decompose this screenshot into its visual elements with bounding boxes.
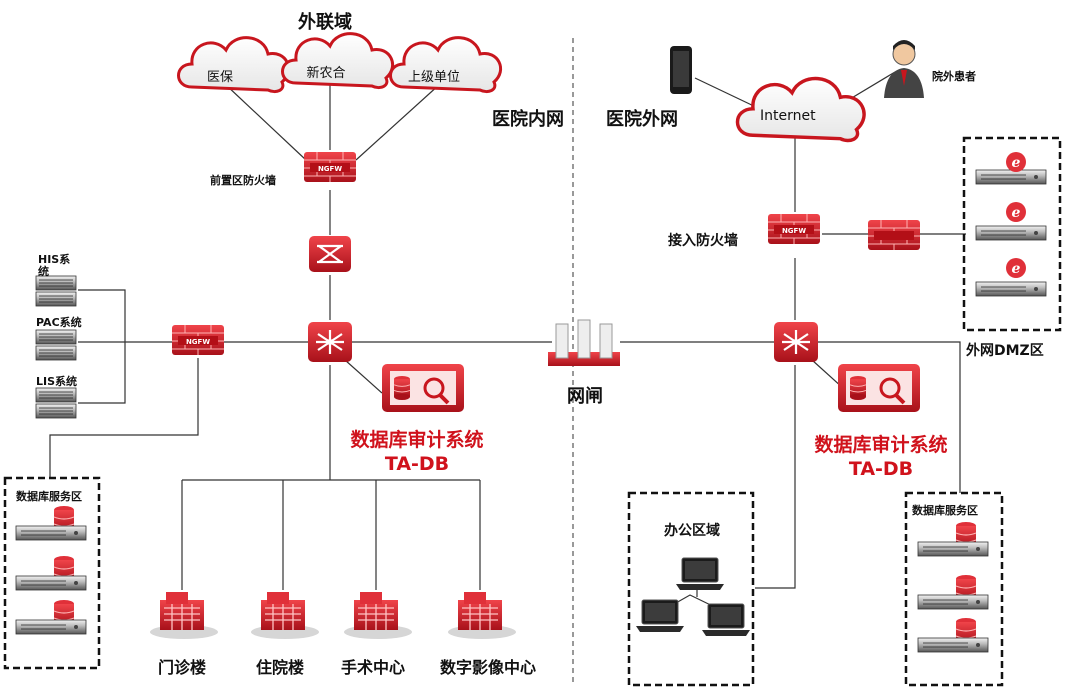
core-switch-left-icon bbox=[306, 320, 354, 364]
dmz-zone bbox=[962, 136, 1062, 332]
cloud-medical-insurance-label: 医保 bbox=[206, 70, 233, 85]
front-firewall-device: NGFW bbox=[303, 151, 357, 183]
db-service-zone-left bbox=[3, 476, 101, 670]
his-server-icon bbox=[35, 275, 77, 307]
lis-system-label: LIS系统 bbox=[36, 375, 78, 388]
pac-system-label: PAC系统 bbox=[36, 316, 82, 329]
cloud-internet-label: Internet bbox=[760, 108, 816, 124]
ie-icon bbox=[1006, 258, 1026, 278]
dmz-zone-label: 外网DMZ区 bbox=[966, 343, 1044, 359]
ie-icon bbox=[1006, 202, 1026, 222]
dmz-web-servers bbox=[975, 152, 1047, 297]
pac-server-icon bbox=[35, 329, 77, 361]
access-firewall-label: 接入防火墙 bbox=[668, 233, 738, 249]
gatekeeper-device bbox=[548, 319, 620, 366]
db-service-zone-right-label: 数据库服务区 bbox=[912, 504, 978, 517]
his-system-label: HIS系 统 bbox=[38, 253, 71, 278]
building-bus bbox=[181, 479, 481, 590]
link-phone-to-internet bbox=[694, 77, 759, 109]
lis-server-icon bbox=[35, 387, 77, 419]
db-service-zone-right bbox=[904, 491, 1004, 687]
laptop-icon bbox=[701, 603, 751, 637]
db-server-stack-left bbox=[15, 505, 87, 635]
db-audit-right-title: 数据库审计系统 bbox=[814, 434, 948, 456]
link-medical-insurance-firewall bbox=[224, 83, 307, 161]
imaging-building-icon bbox=[447, 591, 517, 640]
outpatient-building-label: 门诊楼 bbox=[158, 658, 207, 677]
office-zone bbox=[627, 491, 755, 687]
surgery-building-icon bbox=[343, 591, 413, 640]
dmz-firewall-device bbox=[867, 219, 921, 251]
front-firewall-label: 前置区防火墙 bbox=[210, 174, 276, 187]
outpatient-building-icon bbox=[149, 591, 219, 640]
router-icon bbox=[307, 234, 353, 274]
cloud-rural-coop-label: 新农合 bbox=[306, 66, 346, 81]
outside-patient-label: 院外患者 bbox=[932, 70, 976, 83]
core-switch-right-icon bbox=[772, 320, 820, 364]
laptop-icon bbox=[675, 557, 725, 591]
mobile-phone-icon bbox=[670, 46, 692, 94]
cloud-superior-unit-label: 上级单位 bbox=[407, 70, 460, 85]
office-zone-label: 办公区域 bbox=[664, 523, 720, 539]
external-domain-title: 外联域 bbox=[298, 12, 352, 33]
imaging-building-label: 数字影像中心 bbox=[440, 658, 537, 677]
ngfw-badge: NGFW bbox=[318, 165, 342, 173]
db-service-zone-left-label: 数据库服务区 bbox=[16, 490, 82, 503]
link-core-to-audit-left bbox=[344, 359, 383, 394]
db-audit-right-sub: TA-DB bbox=[848, 458, 914, 480]
gatekeeper-label: 网闸 bbox=[567, 386, 603, 407]
access-firewall-device: NGFW bbox=[767, 213, 821, 245]
link-right-switch-to-office bbox=[755, 365, 796, 589]
link-ngfw-to-systems bbox=[78, 289, 172, 404]
db-server-stack-right bbox=[917, 521, 989, 653]
db-audit-left-title: 数据库审计系统 bbox=[350, 429, 484, 451]
ngfw-badge: NGFW bbox=[186, 338, 210, 346]
laptop-icon bbox=[635, 599, 685, 633]
inpatient-building-label: 住院楼 bbox=[256, 658, 305, 677]
ngfw-badge: NGFW bbox=[782, 227, 806, 235]
intranet-title: 医院内网 bbox=[492, 109, 564, 130]
link-superior-firewall bbox=[355, 83, 441, 161]
db-audit-appliance-left bbox=[382, 364, 464, 412]
link-right-switch-to-db-right bbox=[818, 341, 961, 493]
ie-icon bbox=[1006, 152, 1026, 172]
inpatient-building-icon bbox=[250, 591, 320, 640]
db-audit-appliance-right bbox=[838, 364, 920, 412]
patient-avatar-icon bbox=[884, 40, 924, 98]
link-ngfw-to-db-left bbox=[49, 358, 199, 478]
db-audit-left-sub: TA-DB bbox=[384, 453, 450, 475]
surgery-building-label: 手术中心 bbox=[341, 658, 406, 677]
extranet-title: 医院外网 bbox=[606, 109, 678, 130]
link-right-switch-to-audit bbox=[811, 359, 844, 389]
left-ngfw-device: NGFW bbox=[171, 324, 225, 356]
